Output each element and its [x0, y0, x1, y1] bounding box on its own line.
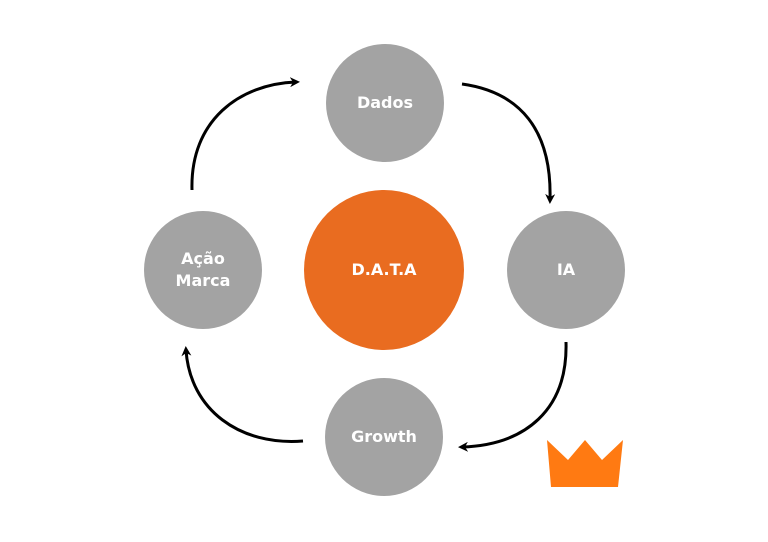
marca-line: Marca [175, 271, 231, 290]
arrow-acao-to-dados [190, 77, 300, 191]
node-growth: Growth [325, 378, 443, 496]
node-growth-label: Growth [351, 427, 417, 447]
arrow-ia-to-growth [458, 341, 568, 452]
node-dados: Dados [326, 44, 444, 162]
node-ia: IA [507, 211, 625, 329]
arrow-growth-to-acao [181, 346, 304, 443]
crown-icon [547, 440, 623, 487]
node-center-data: D.A.T.A [304, 190, 464, 350]
node-center-label: D.A.T.A [351, 260, 417, 280]
node-dados-label: Dados [356, 93, 414, 113]
acao-line: Ação [181, 249, 225, 269]
arrow-dados-to-ia [461, 82, 556, 204]
node-ia-label: IA [556, 260, 576, 280]
